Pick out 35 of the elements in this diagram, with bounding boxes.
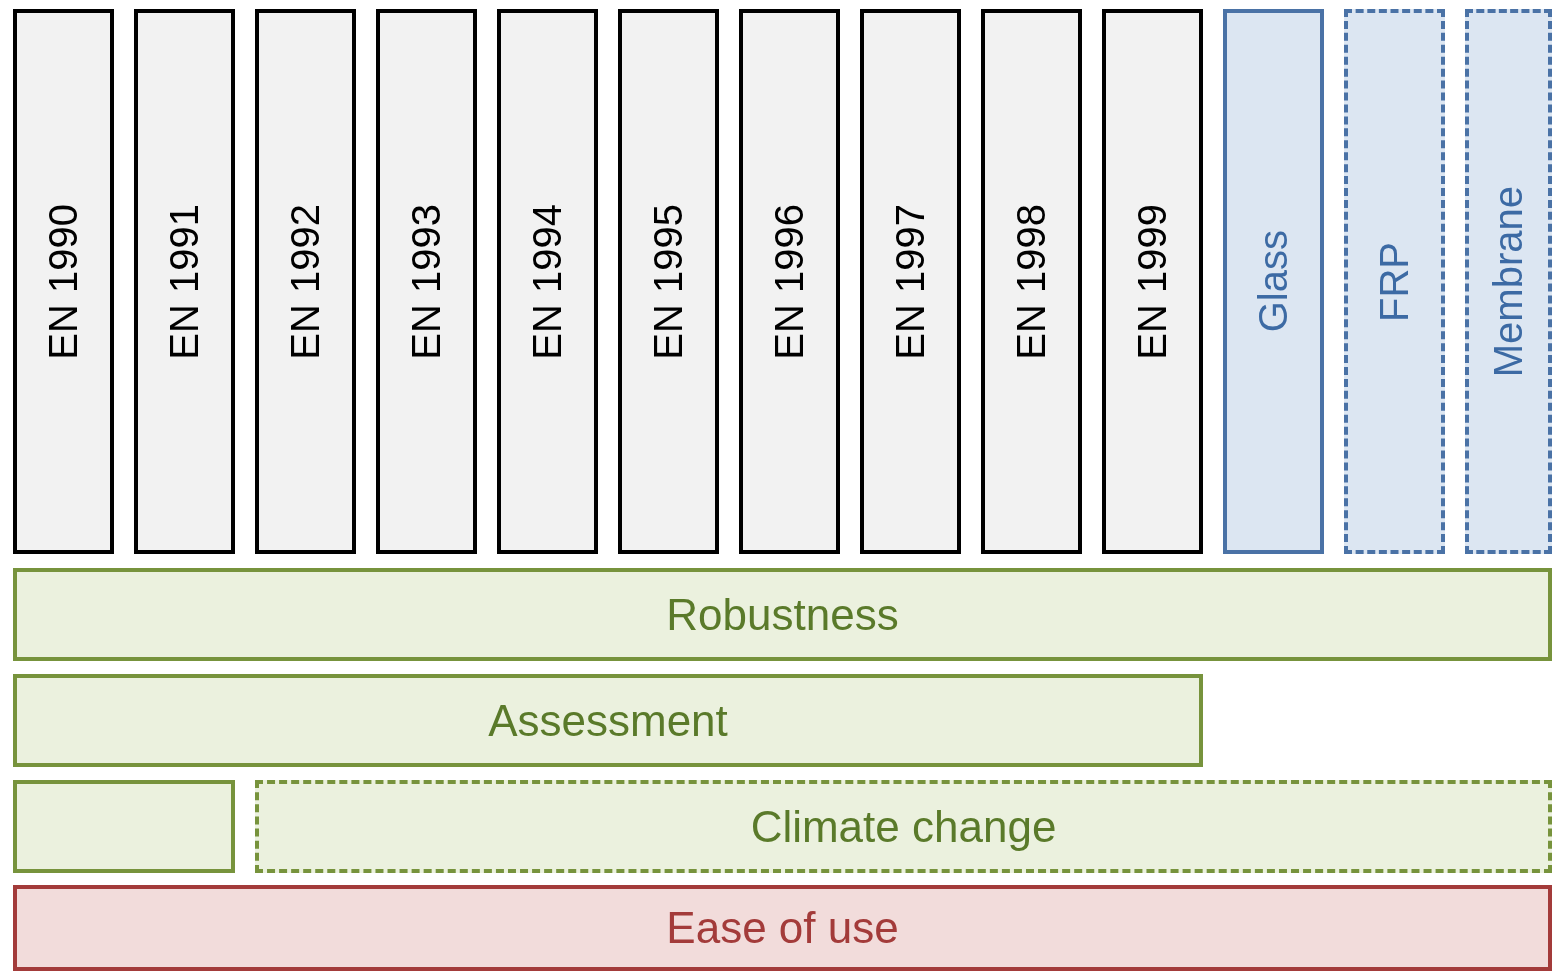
standard-box [739,9,840,554]
box-label: EN 1991 [162,203,207,360]
topic-band [13,885,1552,971]
standard-box [860,9,961,554]
box-label: Ease of use [666,903,899,953]
standard-box [981,9,1082,554]
standard-box [497,9,598,554]
material-box [1344,9,1445,554]
box-label: FRP [1372,241,1417,322]
box-label: Assessment [488,695,728,746]
standard-box [255,9,356,554]
box-label: EN 1992 [283,203,328,360]
box-label: EN 1998 [1009,203,1054,360]
standard-box [134,9,235,554]
box-label: EN 1990 [41,203,86,360]
topic-band [13,568,1552,661]
empty-box [13,780,235,873]
box-label: EN 1999 [1130,203,1175,360]
box-label: EN 1996 [767,203,812,360]
box-label: EN 1993 [404,203,449,360]
box-label: Robustness [666,589,899,640]
topic-band [13,674,1203,767]
box-label: EN 1995 [646,203,691,360]
box-label: Climate change [750,801,1057,852]
material-box [1223,9,1324,554]
box-label: Glass [1251,230,1296,333]
material-box [1465,9,1552,554]
box-label: EN 1997 [888,203,933,360]
box-label: Membrane [1486,185,1531,378]
standard-box [13,9,114,554]
topic-band [255,780,1552,873]
standard-box [1102,9,1203,554]
standard-box [618,9,719,554]
box-label: EN 1994 [525,203,570,360]
standard-box [376,9,477,554]
